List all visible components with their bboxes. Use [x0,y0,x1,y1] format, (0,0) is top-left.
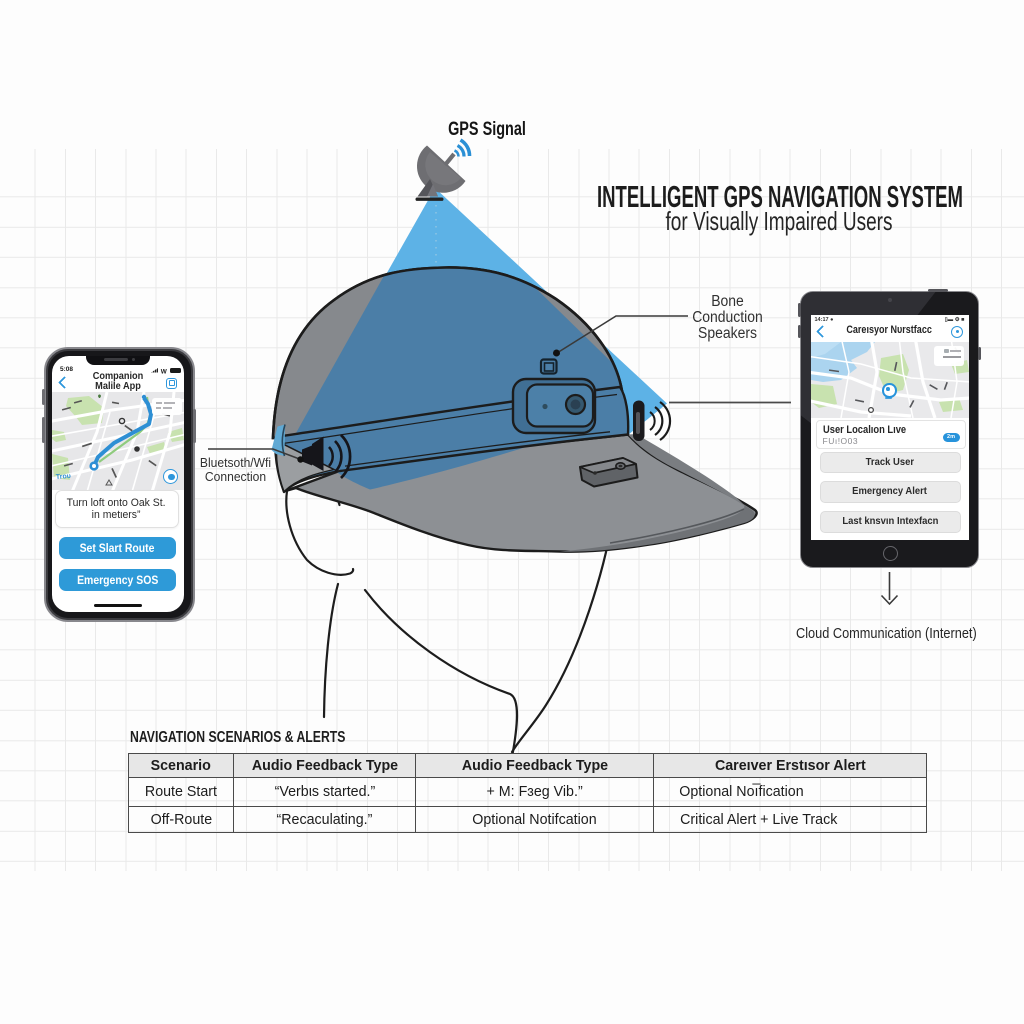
svg-text:Trου: Trου [56,472,71,480]
